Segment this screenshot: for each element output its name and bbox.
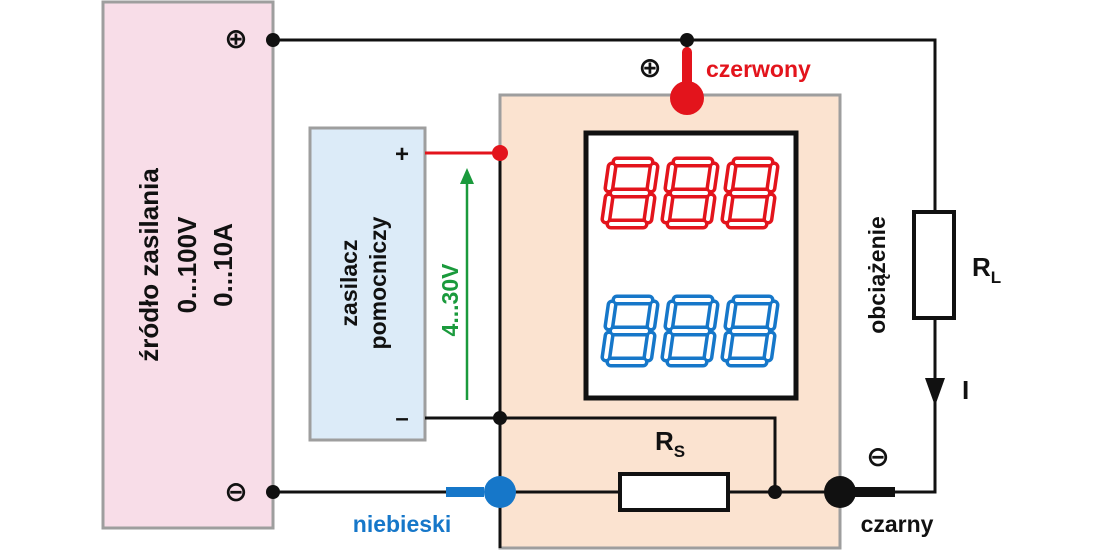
display-blue-digit bbox=[720, 294, 780, 368]
display-blue-digits bbox=[600, 294, 780, 368]
source-minus-symbol: ⊖ bbox=[224, 476, 247, 507]
black-lead-label: czarny bbox=[861, 511, 934, 537]
blue-lead-connector bbox=[484, 476, 516, 508]
junction-source-plus bbox=[266, 33, 280, 47]
shunt-resistor-label: RS bbox=[655, 426, 685, 461]
aux-voltage-range: 4...30V bbox=[437, 263, 463, 337]
aux-supply-box bbox=[308, 126, 427, 442]
meter-minus-symbol: ⊖ bbox=[866, 441, 889, 472]
display-frame bbox=[583, 130, 799, 401]
wire-aux-negative bbox=[425, 416, 777, 492]
red-aux-dot bbox=[492, 145, 508, 161]
meter-plus-symbol: ⊕ bbox=[638, 52, 661, 83]
junction-shunt-right bbox=[768, 485, 782, 499]
display-red-digit bbox=[600, 156, 660, 230]
aux-plus-symbol: + bbox=[395, 141, 409, 168]
junction-aux-minus bbox=[493, 411, 507, 425]
red-lead-connector bbox=[670, 81, 704, 115]
source-label: źródło zasilania bbox=[134, 168, 164, 362]
load-resistor bbox=[912, 210, 956, 320]
aux-label-line2: pomocniczy bbox=[365, 216, 391, 349]
aux-minus-symbol: – bbox=[395, 405, 408, 432]
wire-load-down bbox=[880, 318, 937, 494]
red-lead-label: czerwony bbox=[706, 56, 811, 82]
display-red-digit bbox=[720, 156, 780, 230]
aux-label-line1: zasilacz bbox=[336, 240, 362, 327]
shunt-resistor bbox=[618, 472, 730, 512]
power-source-box bbox=[101, 0, 275, 530]
current-label: I bbox=[962, 375, 969, 405]
current-arrow bbox=[925, 378, 945, 406]
display-blue-digit bbox=[600, 294, 660, 368]
source-voltage-range: 0...100V bbox=[172, 216, 202, 314]
display-red-digits bbox=[600, 156, 780, 230]
source-plus-symbol: ⊕ bbox=[224, 23, 247, 54]
black-lead-connector bbox=[824, 476, 856, 508]
display-blue-digit bbox=[660, 294, 720, 368]
source-current-range: 0...10A bbox=[208, 223, 238, 307]
load-label: obciążenie bbox=[864, 216, 890, 334]
voltage-arrow-head bbox=[460, 168, 474, 184]
junction-top bbox=[680, 33, 694, 47]
blue-lead-label: niebieski bbox=[353, 511, 451, 537]
display-red-digit bbox=[660, 156, 720, 230]
wire-top-positive bbox=[273, 38, 937, 212]
junction-source-minus bbox=[266, 485, 280, 499]
load-resistor-label: RL bbox=[972, 252, 1001, 287]
